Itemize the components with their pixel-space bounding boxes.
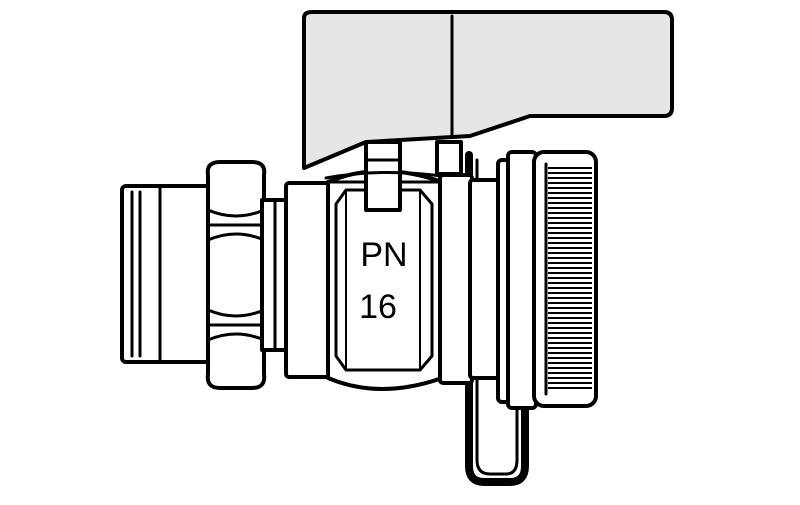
- cap-ring: [496, 150, 538, 410]
- cap-knurling: [548, 167, 592, 389]
- valve-body: [326, 169, 444, 391]
- tether-loop-inner: [475, 158, 519, 476]
- pressure-rating-label: PN: [360, 236, 407, 274]
- stem-collar: [324, 170, 444, 180]
- valve-stem: [364, 140, 463, 212]
- union-tailpiece: [260, 198, 290, 352]
- body-collar-right: [438, 173, 502, 385]
- threaded-end: [120, 184, 214, 364]
- body-collar-left: [284, 181, 332, 379]
- lever-handle: [302, 10, 674, 170]
- union-hex-nut: [205, 160, 267, 390]
- pressure-rating-value: 16: [359, 288, 397, 326]
- tether-loop: [465, 151, 529, 486]
